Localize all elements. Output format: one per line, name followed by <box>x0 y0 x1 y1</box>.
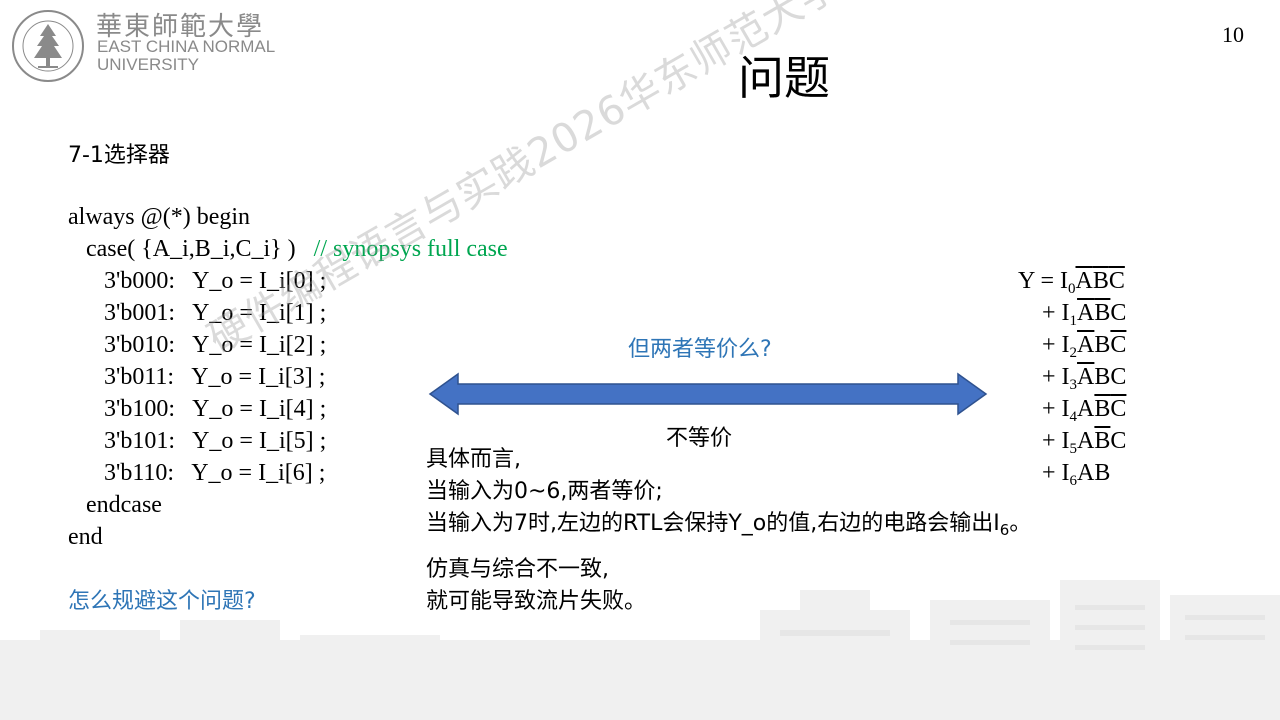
equation-literal: A <box>1077 460 1095 486</box>
school-name-english-line2: UNIVERSITY <box>97 55 200 74</box>
code-line: 3'b010: Y_o = I_i[2] ; <box>68 332 327 358</box>
equation-subscript: 5 <box>1069 441 1078 457</box>
equation-literal: A <box>1077 396 1095 422</box>
code-line: endcase <box>68 492 162 518</box>
equation-literal: B <box>1094 428 1111 454</box>
equation-input-var: I <box>1061 332 1070 358</box>
equation-input-var: I <box>1061 300 1070 326</box>
equation-literal: B <box>1094 300 1111 326</box>
equation-subscript: 0 <box>1067 281 1076 297</box>
equation-literal: C <box>1110 300 1127 326</box>
equation-literal: A <box>1075 268 1093 294</box>
equation-literal: C <box>1110 396 1127 422</box>
equation-term: + I3ABC <box>1042 363 1127 393</box>
equation-literal: B <box>1094 364 1111 390</box>
explain-line: 当输入为7时,左边的RTL会保持Y_o的值,右边的电路会输出I6。 <box>426 511 1032 539</box>
equation-plus: + <box>1042 428 1062 454</box>
code-line: 3'b110: Y_o = I_i[6] ; <box>68 460 326 486</box>
equation-literal: B <box>1094 460 1111 486</box>
equation-plus: + <box>1042 332 1062 358</box>
avoid-question: 怎么规避这个问题? <box>68 589 256 614</box>
ecnu-seal-icon <box>12 10 84 82</box>
code-line: 3'b101: Y_o = I_i[5] ; <box>68 428 327 454</box>
code-line: 3'b001: Y_o = I_i[1] ; <box>68 300 327 326</box>
equation-subscript: 3 <box>1069 377 1078 393</box>
equation-literal: A <box>1077 428 1095 454</box>
section-heading: 7-1选择器 <box>68 143 170 168</box>
code-line: 3'b000: Y_o = I_i[0] ; <box>68 268 327 294</box>
slide-title: 问题 <box>738 51 830 105</box>
code-line: case( {A_i,B_i,C_i} ) // synopsys full c… <box>68 236 508 262</box>
equation-literal: B <box>1092 268 1109 294</box>
equation-term: + I1ABC <box>1042 299 1127 329</box>
equation-subscript: 4 <box>1069 409 1078 425</box>
page-number: 10 <box>1222 22 1244 47</box>
code-line: 3'b011: Y_o = I_i[3] ; <box>68 364 326 390</box>
equation-literal: A <box>1077 332 1095 358</box>
equation-input-var: I <box>1061 364 1070 390</box>
equation-term: + I6AB <box>1042 459 1111 489</box>
conclusion-line: 仿真与综合不一致, <box>426 557 609 582</box>
equation-plus: + <box>1042 300 1062 326</box>
synopsys-comment: // synopsys full case <box>313 236 508 262</box>
explain-line: 具体而言, <box>426 447 521 472</box>
equation-subscript: 6 <box>1069 473 1078 489</box>
school-name-chinese: 華東師範大學 <box>96 12 265 42</box>
equivalence-question: 但两者等价么? <box>628 337 772 362</box>
equation-term: + I4ABC <box>1042 395 1127 425</box>
explain-line: 当输入为0~6,两者等价; <box>426 479 663 504</box>
equation-literal: A <box>1077 364 1095 390</box>
equation-plus: + <box>1042 396 1062 422</box>
school-name-english: EAST CHINA NORMAL UNIVERSITY <box>97 38 275 74</box>
equation-plus: + <box>1042 460 1062 486</box>
equation-literal: C <box>1108 268 1125 294</box>
equation-term: + I5ABC <box>1042 427 1127 457</box>
equation-input-var: I <box>1061 396 1070 422</box>
equation-literal: C <box>1110 364 1127 390</box>
equation-literal: B <box>1094 396 1111 422</box>
code-line: always @(*) begin <box>68 204 251 230</box>
equation-input-var: I <box>1061 428 1070 454</box>
code-line: 3'b100: Y_o = I_i[4] ; <box>68 396 327 422</box>
equation-lhs: Y = <box>1018 268 1060 294</box>
school-name-english-line1: EAST CHINA NORMAL <box>97 37 276 56</box>
double-headed-arrow-icon <box>428 372 988 416</box>
equation-literal: A <box>1077 300 1095 326</box>
equation-input-var: I <box>1061 460 1070 486</box>
equation-subscript: 1 <box>1069 313 1078 329</box>
equation-literal: C <box>1110 428 1127 454</box>
equation-input-var: I <box>1059 268 1068 294</box>
code-line: end <box>68 524 103 550</box>
equivalence-answer: 不等价 <box>666 426 733 451</box>
equation-plus: + <box>1042 364 1062 390</box>
equation-subscript: 2 <box>1069 345 1078 361</box>
conclusion-line: 就可能导致流片失败。 <box>426 589 647 614</box>
campus-background-image <box>0 580 1280 720</box>
equation-literal: B <box>1094 332 1111 358</box>
equation-term: + I2ABC <box>1042 331 1127 361</box>
equation-literal: C <box>1110 332 1127 358</box>
watermark-text: 硬件编程语言与实践2026华东师范大学 黄磊磊 <box>200 0 967 363</box>
equation-term: Y = I0ABC <box>1018 267 1125 297</box>
